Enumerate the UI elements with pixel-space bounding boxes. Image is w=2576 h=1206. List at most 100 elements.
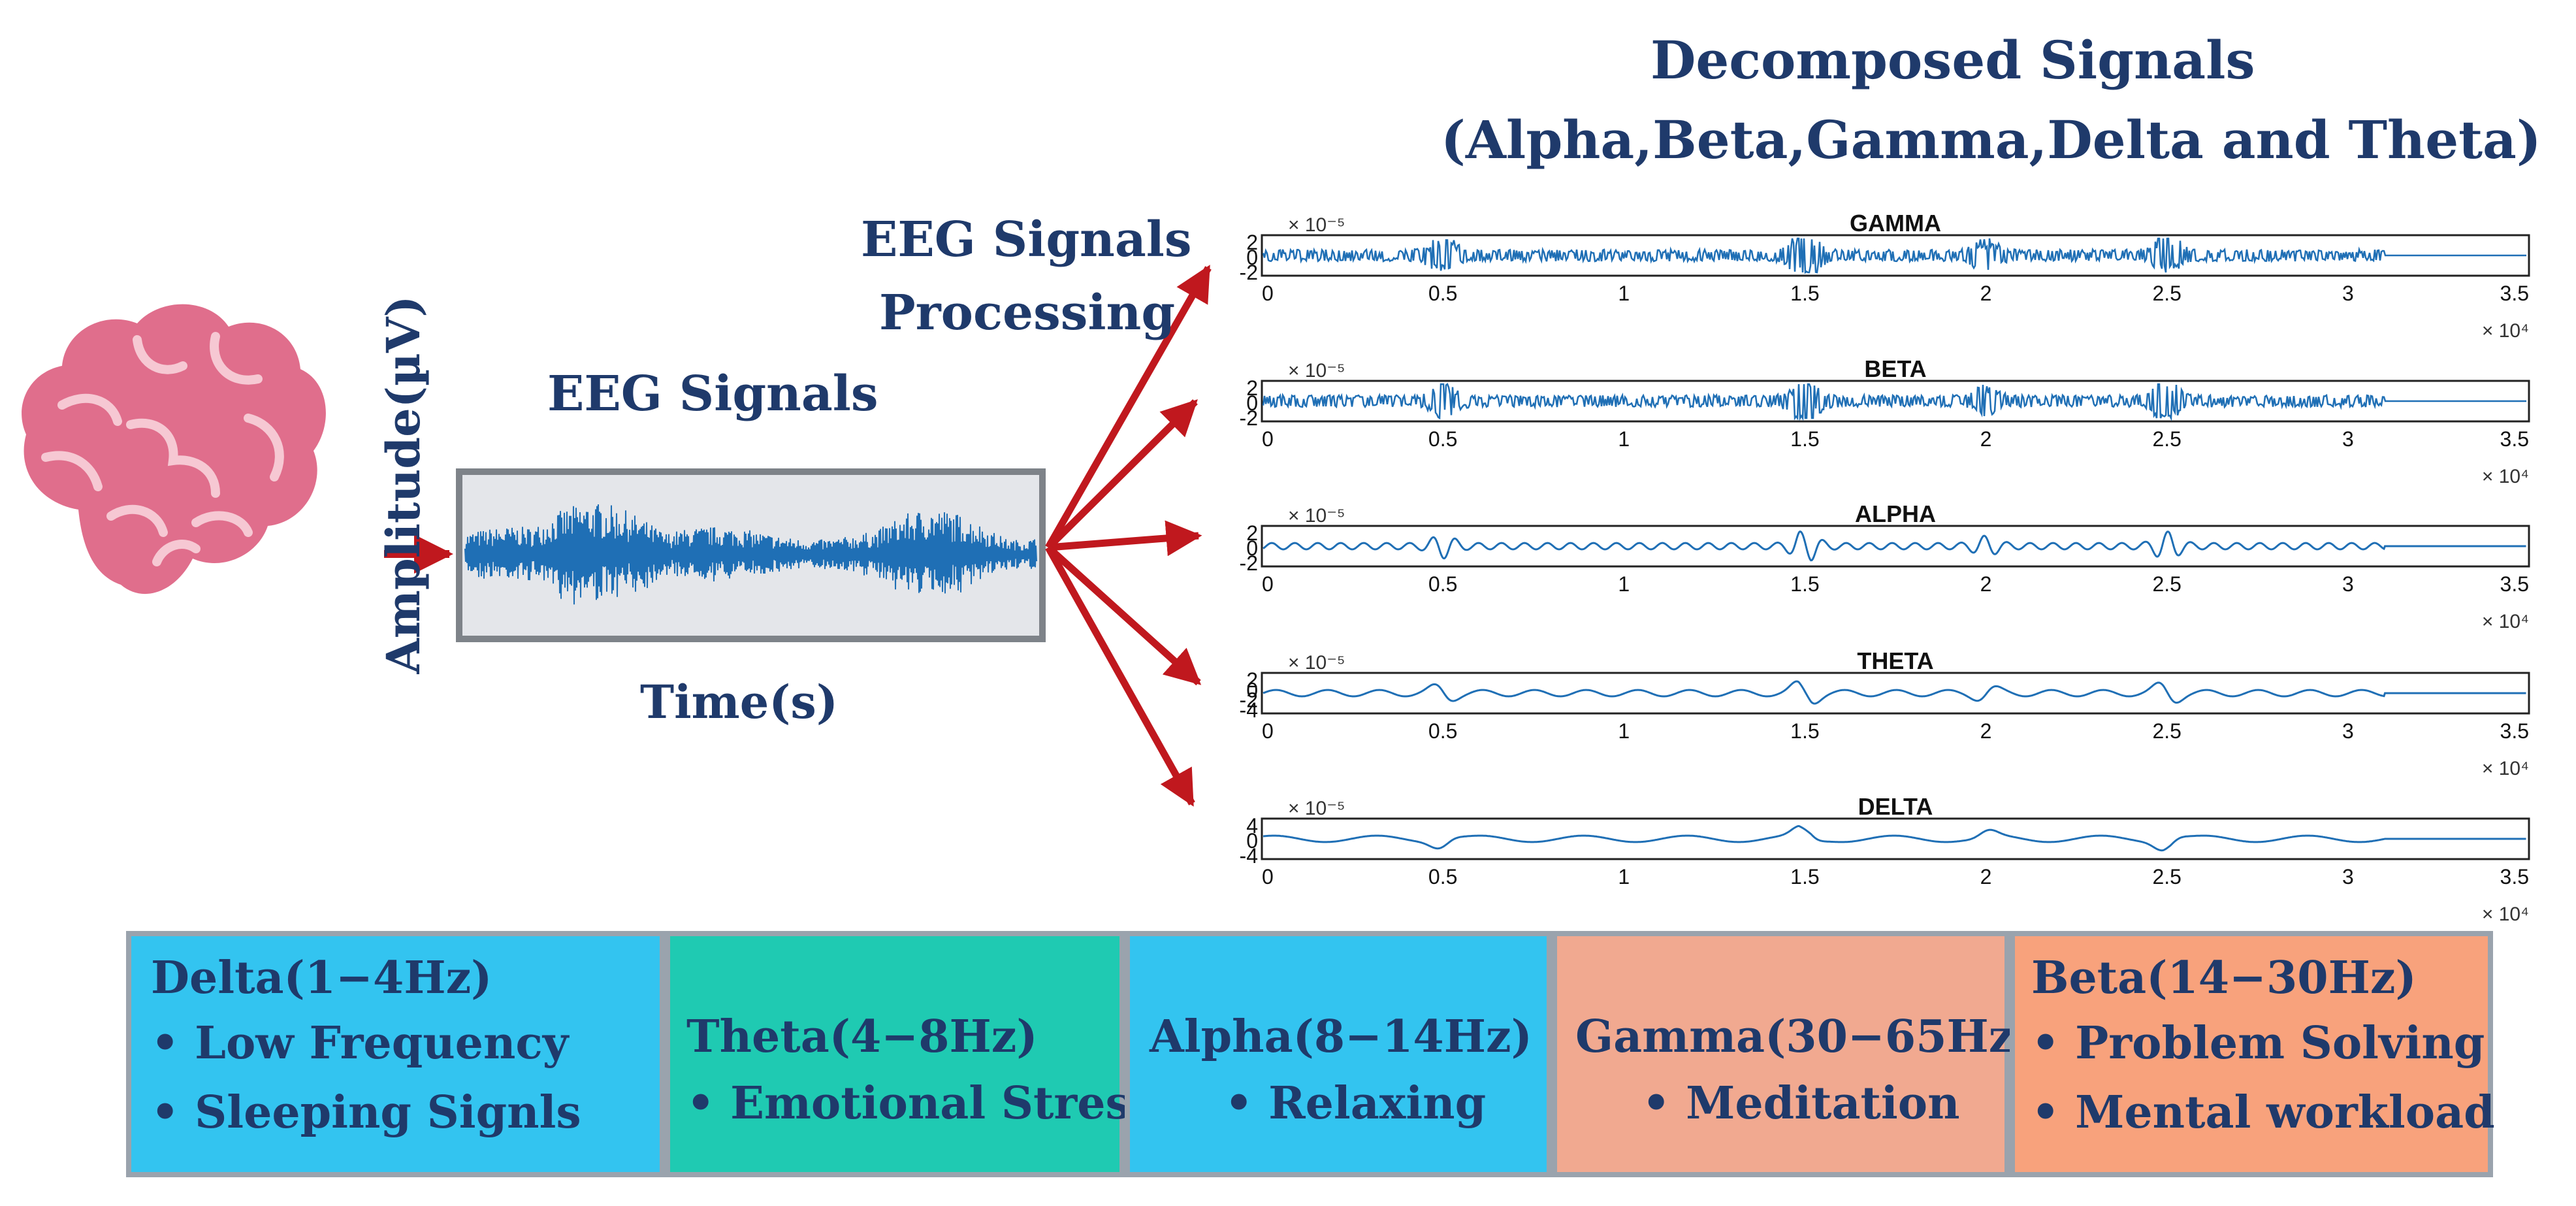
x-tick-label: 0.5 — [1428, 572, 1457, 596]
band-box-1: Theta(4−8Hz) • Emotional Stress — [665, 931, 1155, 1177]
y-tick-label: 2 — [1246, 668, 1258, 692]
y-tick-label: 0 — [1246, 246, 1258, 269]
y-tick-label: 0 — [1246, 536, 1258, 560]
decomposition-arrows — [1045, 265, 1212, 807]
x-multiplier-label: × 10⁴ — [2482, 758, 2529, 779]
arrow-to-theta — [1046, 544, 1202, 686]
y-tick-label: -4 — [1240, 844, 1258, 868]
y-tick-label: -4 — [1240, 698, 1258, 722]
x-tick-label: 2 — [1980, 719, 1992, 743]
chart-title: GAMMA — [1850, 210, 1941, 236]
x-tick-label: 1 — [1618, 719, 1630, 743]
y-tick-label: -2 — [1240, 551, 1258, 575]
y-scale-label: × 10⁻⁵ — [1288, 652, 1345, 674]
x-tick-label: 2.5 — [2152, 282, 2181, 305]
x-tick-label: 1.5 — [1790, 282, 1819, 305]
band-characteristic: • Meditation — [1642, 1077, 1960, 1130]
band-characteristic: • Sleeping Signls — [151, 1086, 581, 1139]
eeg-signals-label: EEG Signals — [547, 366, 878, 422]
x-tick-label: 0.5 — [1428, 719, 1457, 743]
y-tick-label: -2 — [1240, 689, 1258, 712]
y-tick-label: -2 — [1240, 261, 1258, 284]
x-tick-label: 0 — [1262, 282, 1274, 305]
band-characteristic: • Relaxing — [1225, 1077, 1487, 1130]
x-tick-label: 3.5 — [2500, 572, 2529, 596]
eeg-processing-label-line1: EEG Signals — [861, 212, 1192, 268]
arrow-to-delta — [1045, 546, 1195, 807]
x-tick-label: 1 — [1618, 865, 1630, 888]
x-multiplier-label: × 10⁴ — [2482, 611, 2529, 632]
y-tick-label: 2 — [1246, 521, 1258, 545]
band-name: Gamma(30−65Hz) — [1575, 1011, 2035, 1063]
brain-icon — [22, 304, 326, 595]
band-box-2: Alpha(8−14Hz)• Relaxing — [1125, 931, 1552, 1177]
x-multiplier-label: × 10⁴ — [2482, 320, 2529, 342]
band-characteristic: • Problem Solving — [2031, 1017, 2485, 1069]
x-tick-label: 0.5 — [1428, 427, 1457, 451]
band-box-0: Delta(1−4Hz)• Low Frequency• Sleeping Si… — [126, 931, 665, 1177]
signal-line — [1263, 680, 2526, 705]
x-tick-label: 3 — [2342, 282, 2354, 305]
x-tick-label: 3.5 — [2500, 719, 2529, 743]
x-tick-label: 1.5 — [1790, 572, 1819, 596]
x-tick-label: 0 — [1262, 572, 1274, 596]
band-box-3: Gamma(30−65Hz) • Meditation — [1552, 931, 2035, 1177]
chart-frame — [1261, 525, 2530, 568]
x-tick-label: 1 — [1618, 427, 1630, 451]
signal-line — [1262, 237, 2526, 274]
y-tick-label: 0 — [1246, 391, 1258, 415]
eeg-processing-label-line2: Processing — [879, 285, 1176, 341]
amplitude-axis-label: Amplitude(µV) — [376, 295, 430, 674]
x-tick-label: 3 — [2342, 427, 2354, 451]
y-tick-label: 2 — [1246, 231, 1258, 254]
chart-title: DELTA — [1858, 793, 1933, 820]
arrow-to-alpha — [1048, 520, 1202, 557]
chart-title: ALPHA — [1855, 500, 1936, 527]
y-tick-label: 0 — [1246, 678, 1258, 702]
eeg-raw-waveform — [464, 504, 1037, 605]
x-tick-label: 0 — [1262, 865, 1274, 888]
y-scale-label: × 10⁻⁵ — [1288, 505, 1345, 527]
arrow-to-gamma — [1045, 265, 1212, 549]
band-name: Beta(14−30Hz) — [2031, 952, 2417, 1004]
time-axis-label: Time(s) — [640, 675, 838, 729]
signal-line — [1263, 530, 2526, 562]
x-tick-label: 2.5 — [2152, 719, 2181, 743]
y-tick-label: 2 — [1246, 376, 1258, 400]
x-tick-label: 3 — [2342, 572, 2354, 596]
arrow-to-beta — [1046, 399, 1198, 550]
x-tick-label: 0 — [1262, 719, 1274, 743]
band-box-4: Beta(14−30Hz)• Problem Solving• Mental w… — [2010, 931, 2495, 1177]
x-tick-label: 1.5 — [1790, 865, 1819, 888]
x-tick-label: 1 — [1618, 572, 1630, 596]
band-name: Theta(4−8Hz) — [686, 1011, 1038, 1063]
x-multiplier-label: × 10⁴ — [2482, 466, 2529, 487]
x-multiplier-label: × 10⁴ — [2482, 904, 2529, 925]
x-tick-label: 2.5 — [2152, 865, 2181, 888]
decomposed-title-line2: (Alpha,Beta,Gamma,Delta and Theta) — [1441, 109, 2541, 171]
signal-line — [1262, 383, 2526, 421]
band-characteristic: • Emotional Stress — [686, 1077, 1156, 1130]
x-tick-label: 2.5 — [2152, 572, 2181, 596]
chart-frame — [1261, 817, 2530, 860]
x-tick-label: 3 — [2342, 719, 2354, 743]
y-tick-label: 0 — [1246, 829, 1258, 853]
x-tick-label: 2 — [1980, 282, 1992, 305]
signal-line — [1263, 825, 2526, 852]
x-tick-label: 1.5 — [1790, 427, 1819, 451]
y-scale-label: × 10⁻⁵ — [1288, 798, 1345, 819]
x-tick-label: 3.5 — [2500, 865, 2529, 888]
x-tick-label: 2 — [1980, 427, 1992, 451]
decomposed-title-line1: Decomposed Signals — [1650, 29, 2255, 91]
x-tick-label: 0.5 — [1428, 282, 1457, 305]
chart-frame — [1261, 672, 2530, 715]
chart-title: THETA — [1857, 647, 1933, 674]
y-tick-label: 4 — [1246, 814, 1258, 838]
